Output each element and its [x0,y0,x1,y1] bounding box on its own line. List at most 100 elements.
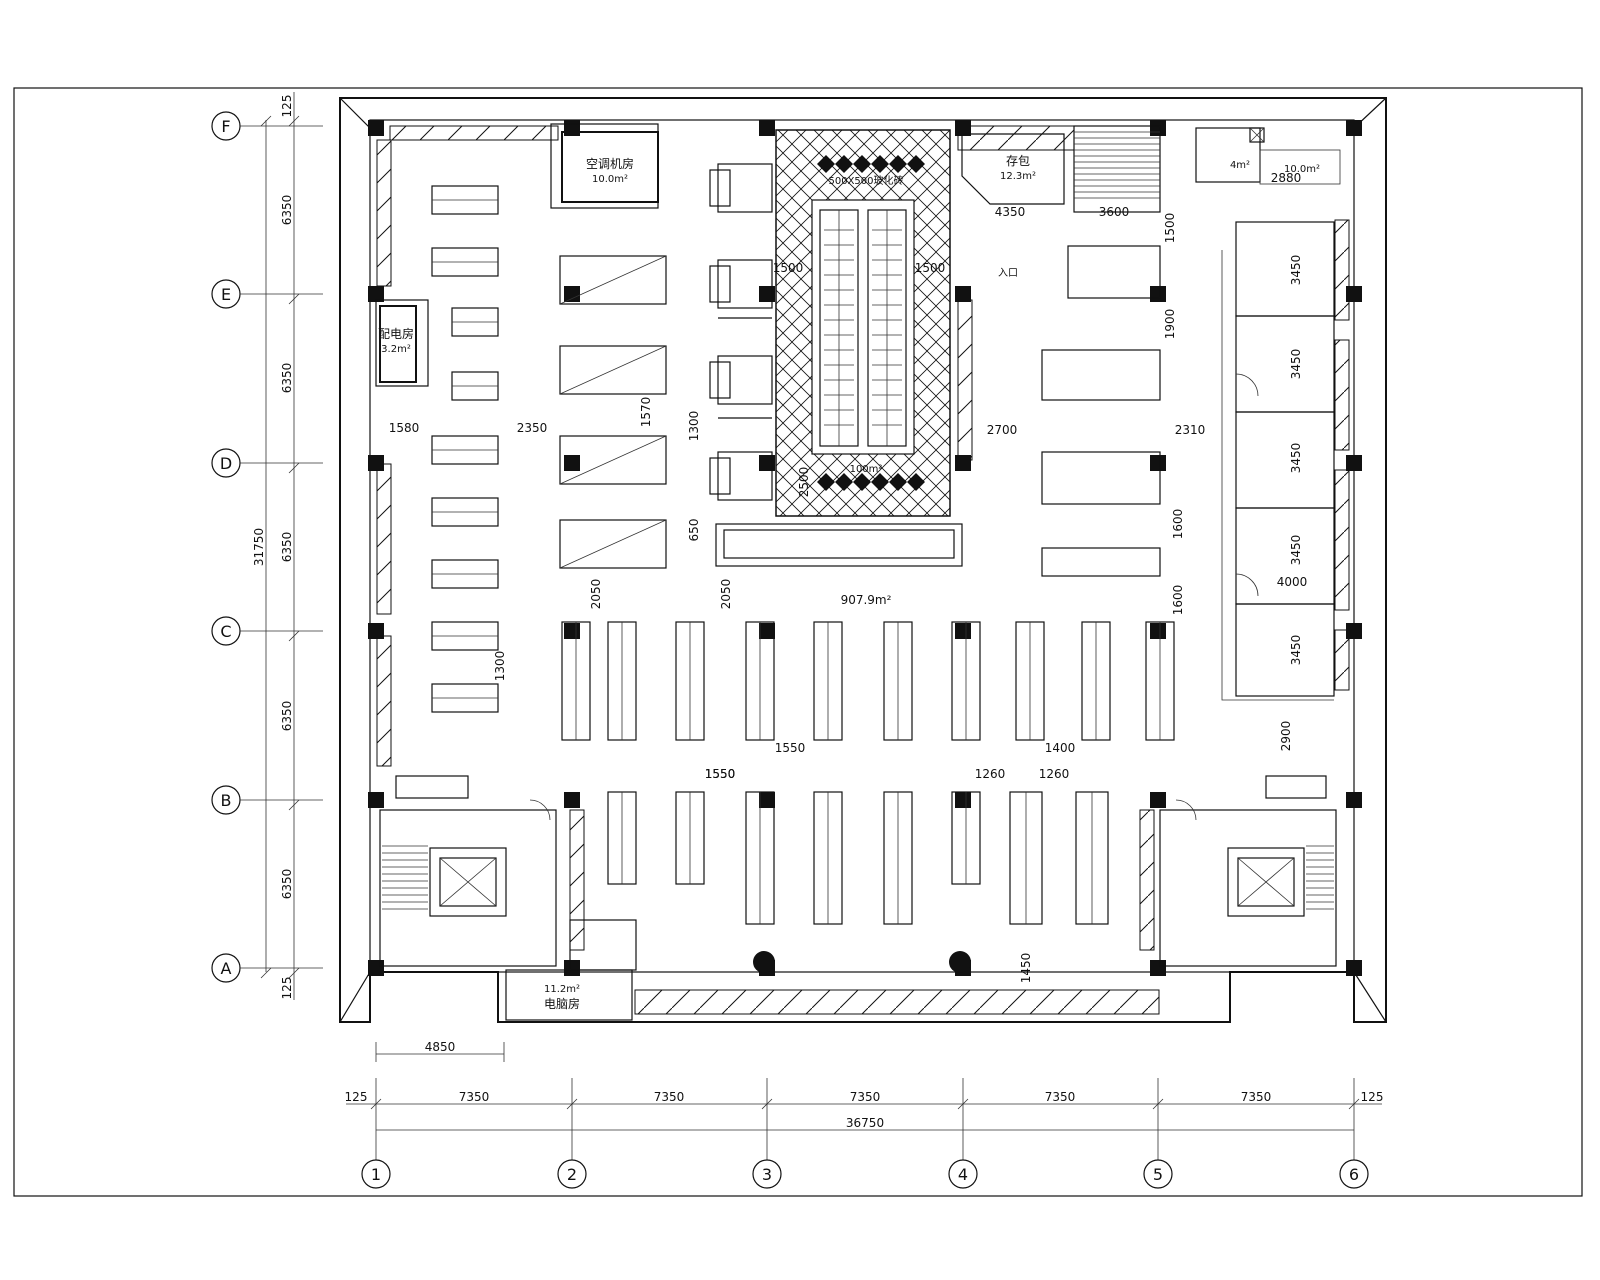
left-dimension-chain: 125 6350 6350 6350 6350 6350 125 31750 [252,92,300,1000]
axis-bubble-2: 2 [557,1159,587,1189]
dimension-label: 1450 [1019,953,1033,984]
dimension-label: 2900 [1279,721,1293,752]
table-diagonal [559,255,667,305]
dimension-label: 1300 [687,411,701,442]
column [368,960,384,976]
axis-bubble-4: 4 [948,1159,978,1189]
svg-text:C: C [220,622,231,641]
axis-bubble-C: C [211,616,292,646]
svg-text:4: 4 [958,1165,968,1184]
svg-text:500X500玻化砖: 500X500玻化砖 [828,174,903,187]
column [1150,120,1166,136]
dimension-label: 3450 [1289,255,1303,286]
column [1346,120,1362,136]
central-gondolas [561,621,1175,925]
column [564,286,580,302]
axis-bubble-E: E [211,279,292,309]
column [759,792,775,808]
svg-text:125: 125 [280,95,294,118]
svg-text:4850: 4850 [425,1040,456,1054]
svg-text:125: 125 [345,1090,368,1104]
svg-text:6350: 6350 [280,532,294,563]
dimension-label: 1260 [975,767,1006,781]
svg-text:10.0m²: 10.0m² [592,174,628,185]
floor-tile-diamond [907,473,925,491]
floor-tile-diamond [889,473,907,491]
east-tables [1041,245,1161,577]
axis-bubble-3: 3 [752,1159,782,1189]
dimension-label: 1600 [1171,585,1185,616]
floor-tile-diamond [871,473,889,491]
table-diagonal [559,435,667,485]
floor-labels: 907.9m² 入口 [841,268,1018,607]
table-diagonal [559,519,667,569]
west-shelving [431,185,499,713]
north-stair [1073,125,1161,213]
svg-text:6350: 6350 [280,195,294,226]
dimension-label: 3600 [1099,205,1130,219]
dimension-label: 1500 [773,261,804,275]
column [564,623,580,639]
svg-text:100m²: 100m² [850,464,883,475]
svg-text:6350: 6350 [280,363,294,394]
desk-chair [709,169,731,207]
dimension-label: 2880 [1271,171,1302,185]
axis-bubble-D: D [211,448,292,478]
column [759,623,775,639]
perimeter-glazing [376,125,1350,1015]
column [955,286,971,302]
southwest-stair-elevator [379,775,557,967]
column [368,120,384,136]
column [368,792,384,808]
svg-text:7350: 7350 [1241,1090,1272,1104]
dimension-label: 1570 [639,397,653,428]
svg-text:4m²: 4m² [1230,160,1250,171]
column [564,120,580,136]
service-desk [717,451,773,501]
dimension-label: 650 [687,519,701,542]
dimension-label: 1400 [1045,741,1076,755]
dimension-label: 2310 [1175,423,1206,437]
southeast-stair-elevator [1159,775,1337,967]
service-desks [709,163,773,501]
svg-text:125: 125 [1361,1090,1384,1104]
floor-tile-diamond [889,155,907,173]
dimension-label: 1900 [1163,309,1177,340]
computer-room: 11.2m² 电脑房 [505,919,637,1021]
dimension-label: 1500 [915,261,946,275]
dimension-label: 2700 [987,423,1018,437]
dimension-label: 1550 [705,767,736,781]
svg-text:6: 6 [1349,1165,1359,1184]
column [368,623,384,639]
column [955,792,971,808]
axis-bubble-1: 1 [361,1159,391,1189]
svg-text:7350: 7350 [850,1090,881,1104]
dimension-label: 1500 [1163,213,1177,244]
bottom-dimension-chain: 125 7350 7350 7350 7350 7350 125 36750 4… [345,1040,1384,1131]
svg-text:907.9m²: 907.9m² [841,593,892,607]
svg-text:6350: 6350 [280,869,294,900]
ac-room: 空调机房 10.0m² [550,123,659,209]
column [1150,623,1166,639]
dimension-label: 1600 [1171,509,1185,540]
column [1150,960,1166,976]
svg-text:31750: 31750 [252,528,266,566]
floor-tile-diamond [853,155,871,173]
dimension-label: 1550 [705,767,736,781]
column [1346,286,1362,302]
svg-text:5: 5 [1153,1165,1163,1184]
power-room: 配电房 3.2m² [375,299,429,387]
column [759,120,775,136]
display-table [559,255,667,305]
dimension-label: 1300 [493,651,507,682]
svg-text:2: 2 [567,1165,577,1184]
dimension-label: 3450 [1289,535,1303,566]
column [1346,623,1362,639]
dimension-label: 1550 [775,741,806,755]
column [564,792,580,808]
floor-tile-diamond [871,155,889,173]
svg-text:入口: 入口 [998,268,1018,279]
desk-chair [709,361,731,399]
